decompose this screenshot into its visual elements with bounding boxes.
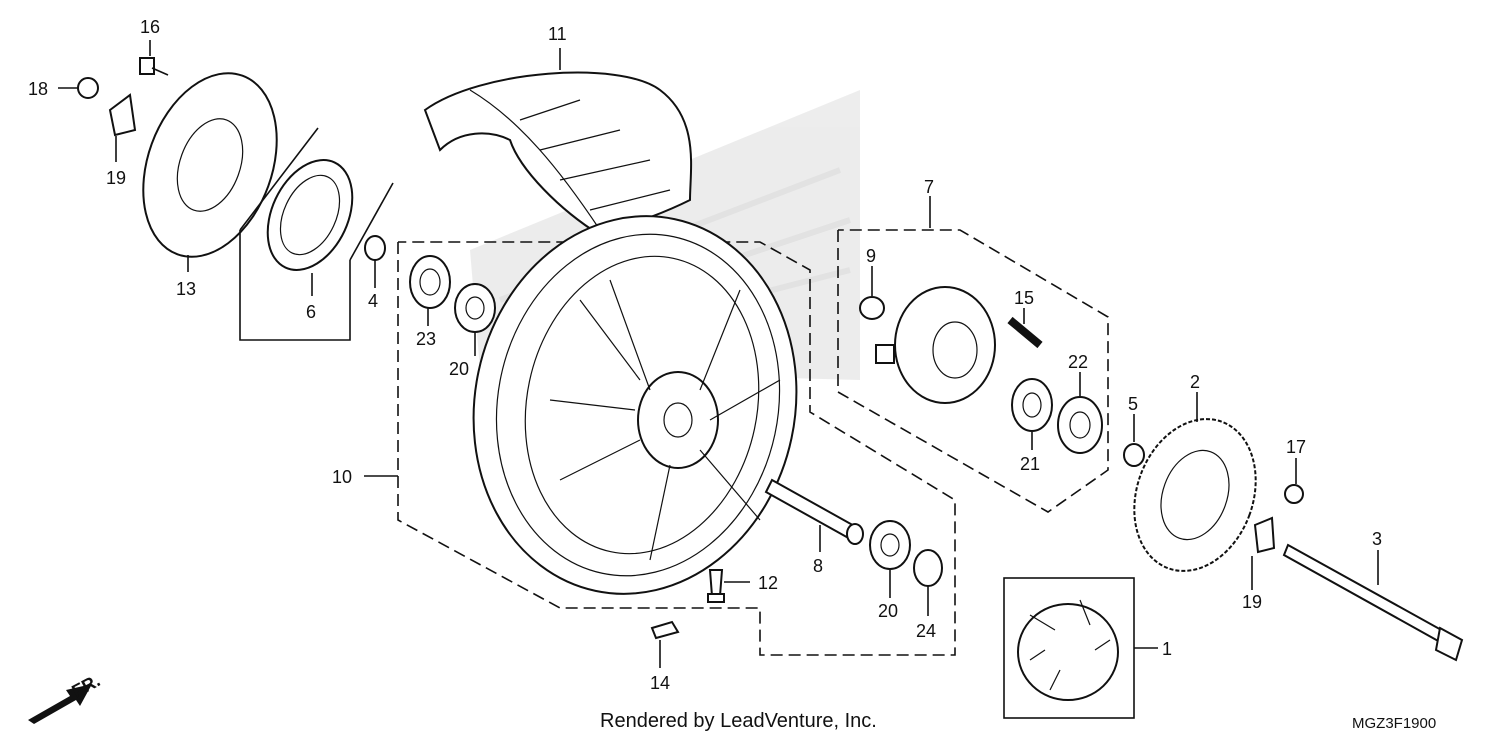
label-11: 11 <box>548 24 567 44</box>
label-19-right: 19 <box>1242 592 1262 612</box>
collar-4[interactable] <box>364 235 386 261</box>
bearing-20-upper[interactable] <box>454 283 496 333</box>
label-18: 18 <box>28 79 48 99</box>
nut-18[interactable] <box>77 77 99 99</box>
label-12: 12 <box>758 573 778 593</box>
label-16: 16 <box>140 17 160 37</box>
label-14: 14 <box>650 673 670 693</box>
callout-labels: 16 18 19 13 6 4 23 20 11 10 12 14 8 20 2… <box>28 17 1382 693</box>
driven-sprocket[interactable] <box>1114 402 1276 588</box>
front-direction-arrow: FR. <box>28 670 103 724</box>
axle-spacer[interactable] <box>764 478 864 545</box>
diagram-code: MGZ3F1900 <box>1352 715 1437 732</box>
wheel-damper-rubber[interactable] <box>1017 599 1119 701</box>
label-21: 21 <box>1020 454 1040 474</box>
valve-stem[interactable] <box>707 569 725 603</box>
balance-weight[interactable] <box>650 620 680 640</box>
tire[interactable] <box>423 71 693 237</box>
label-20-upper: 20 <box>449 359 469 379</box>
nut-17[interactable] <box>1284 484 1304 504</box>
render-credit: Rendered by LeadVenture, Inc. <box>600 710 877 732</box>
label-23: 23 <box>416 329 436 349</box>
rear-wheel[interactable] <box>439 186 831 624</box>
label-22: 22 <box>1068 352 1088 372</box>
label-9: 9 <box>866 246 876 266</box>
label-7: 7 <box>924 177 934 197</box>
rear-axle[interactable] <box>1282 543 1464 662</box>
label-8: 8 <box>813 556 823 576</box>
label-19-left: 19 <box>106 168 126 188</box>
label-13: 13 <box>176 279 196 299</box>
bearing-23[interactable] <box>409 255 451 309</box>
label-4: 4 <box>368 291 378 311</box>
label-5: 5 <box>1128 394 1138 414</box>
bracket-19-left[interactable] <box>108 93 137 137</box>
label-15: 15 <box>1014 288 1034 308</box>
bearing-22[interactable] <box>1057 396 1103 454</box>
circlip-24[interactable] <box>913 549 943 587</box>
brake-disc[interactable] <box>119 55 301 276</box>
label-24: 24 <box>916 621 936 641</box>
bracket-19-right[interactable] <box>1253 516 1276 554</box>
label-20-lower: 20 <box>878 601 898 621</box>
label-1: 1 <box>1162 639 1172 659</box>
label-3: 3 <box>1372 529 1382 549</box>
bearing-21[interactable] <box>1011 378 1053 432</box>
stud-bolt[interactable] <box>1007 316 1043 349</box>
leader-lines <box>58 40 1379 668</box>
collar-5[interactable] <box>1123 443 1145 467</box>
bearing-20-lower[interactable] <box>869 520 911 570</box>
label-10: 10 <box>332 467 352 487</box>
flange-nut-9[interactable] <box>859 296 885 320</box>
label-2: 2 <box>1190 372 1200 392</box>
driven-flange[interactable] <box>875 286 996 404</box>
label-6: 6 <box>306 302 316 322</box>
disc-bolt[interactable] <box>139 57 169 76</box>
label-17: 17 <box>1286 437 1306 457</box>
dust-seal[interactable] <box>251 146 369 283</box>
